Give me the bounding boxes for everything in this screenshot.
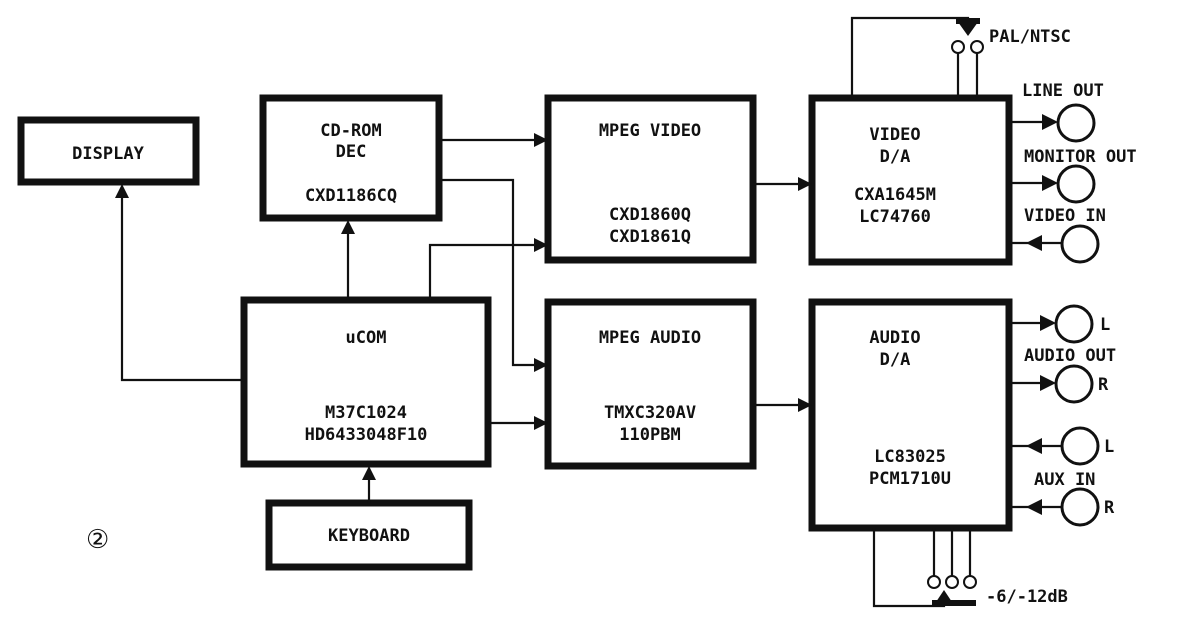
aux-in-r-label: R bbox=[1104, 498, 1115, 518]
monitor-out-label: MONITOR OUT bbox=[1024, 147, 1137, 167]
pal-ntsc-terminal-a-icon bbox=[951, 40, 965, 54]
arrow-audio-out-l bbox=[1040, 315, 1056, 331]
level-terminal-a-icon bbox=[927, 575, 941, 589]
arrow-ucom-to-mpeg-video bbox=[534, 238, 548, 252]
arrow-monitor-out bbox=[1042, 175, 1058, 191]
jack-arrows bbox=[1026, 114, 1058, 515]
mpeg-audio-part1: TMXC320AV bbox=[604, 403, 696, 423]
aux-in-label: AUX IN bbox=[1034, 470, 1095, 490]
arrow-to-audio-da bbox=[798, 398, 812, 412]
arrow-aux-in-l bbox=[1026, 438, 1042, 454]
audio-out-r-jack-icon bbox=[1054, 364, 1094, 404]
level-switch-lever-icon bbox=[932, 600, 976, 606]
arrow-cdrom-to-mpeg-video bbox=[534, 133, 548, 147]
ucom-part2: HD6433048F10 bbox=[305, 425, 428, 445]
cdrom-part-number: CXD1186CQ bbox=[305, 186, 397, 206]
cdrom-title-line1: CD-ROM bbox=[320, 121, 381, 141]
pal-ntsc-switch bbox=[951, 18, 984, 54]
display-label: DISPLAY bbox=[72, 144, 144, 164]
mpeg-video-title: MPEG VIDEO bbox=[599, 121, 701, 141]
arrow-to-video-da bbox=[798, 177, 812, 191]
video-in-jack-icon bbox=[1060, 224, 1100, 264]
arrow-aux-in-r bbox=[1026, 499, 1042, 515]
arrow-video-in bbox=[1026, 235, 1042, 251]
level-switch bbox=[927, 575, 977, 606]
wire-pal-ntsc-terminals bbox=[956, 53, 979, 98]
monitor-out-jack-icon bbox=[1056, 164, 1096, 204]
mpeg-video-block: MPEG VIDEO CXD1860Q CXD1861Q bbox=[544, 94, 757, 264]
audio-out-label: AUDIO OUT bbox=[1024, 346, 1116, 366]
audio-da-part1: LC83025 bbox=[874, 447, 946, 467]
arrow-ucom-to-mpeg-audio bbox=[534, 416, 548, 430]
video-da-line2: D/A bbox=[880, 147, 911, 167]
aux-in-r-jack-icon bbox=[1060, 487, 1100, 527]
video-da-part2: LC74760 bbox=[859, 207, 931, 227]
wire-level-switch-terminals bbox=[932, 528, 972, 576]
audio-out-l-label: L bbox=[1100, 315, 1110, 335]
audio-da-line2: D/A bbox=[880, 350, 911, 370]
wire-cdrom-mpeg-audio bbox=[439, 178, 538, 367]
audio-da-part2: PCM1710U bbox=[869, 469, 951, 489]
level-terminal-c-icon bbox=[963, 575, 977, 589]
arrow-audio-out-r bbox=[1040, 375, 1056, 391]
video-in-label: VIDEO IN bbox=[1024, 206, 1106, 226]
mpeg-audio-part2: 110PBM bbox=[619, 425, 680, 445]
mpeg-video-part1: CXD1860Q bbox=[609, 205, 691, 225]
level-terminal-b-icon bbox=[945, 575, 959, 589]
pal-ntsc-switch-arrow-icon bbox=[958, 22, 978, 36]
pal-ntsc-switch-lever-icon bbox=[956, 18, 980, 24]
pal-ntsc-label: PAL/NTSC bbox=[989, 27, 1071, 47]
video-da-block: VIDEO D/A CXA1645M LC74760 bbox=[808, 94, 1013, 266]
arrow-to-ucom bbox=[362, 466, 376, 480]
figure-number-mark: ② bbox=[86, 525, 109, 555]
audio-da-line1: AUDIO bbox=[869, 328, 920, 348]
arrow-line-out bbox=[1042, 114, 1058, 130]
pal-ntsc-terminal-b-icon bbox=[970, 40, 984, 54]
mpeg-audio-title: MPEG AUDIO bbox=[599, 328, 701, 348]
ucom-part1: M37C1024 bbox=[325, 403, 407, 423]
level-switch-label: -6/-12dB bbox=[986, 587, 1068, 607]
wire-ucom-mpeg-video bbox=[428, 243, 538, 300]
cdrom-title-line2: DEC bbox=[336, 142, 367, 162]
keyboard-label: KEYBOARD bbox=[328, 526, 410, 546]
display-block: DISPLAY bbox=[17, 116, 200, 186]
level-switch-arrow-icon bbox=[936, 590, 952, 602]
aux-in-l-label: L bbox=[1104, 437, 1114, 457]
audio-out-l-jack-icon bbox=[1054, 304, 1094, 344]
audio-out-r-label: R bbox=[1098, 375, 1109, 395]
cdrom-decoder-block: CD-ROM DEC CXD1186CQ bbox=[259, 94, 443, 222]
mpeg-video-part2: CXD1861Q bbox=[609, 227, 691, 247]
keyboard-block: KEYBOARD bbox=[265, 499, 473, 571]
connector-jacks bbox=[1054, 103, 1100, 527]
video-da-part1: CXA1645M bbox=[854, 185, 936, 205]
audio-da-block: AUDIO D/A LC83025 PCM1710U bbox=[808, 298, 1013, 532]
mpeg-audio-block: MPEG AUDIO TMXC320AV 110PBM bbox=[544, 298, 757, 470]
aux-in-l-jack-icon bbox=[1060, 426, 1100, 466]
arrow-to-cdrom bbox=[341, 220, 355, 234]
line-out-jack-icon bbox=[1056, 103, 1096, 143]
line-out-label: LINE OUT bbox=[1022, 81, 1104, 101]
arrow-cdrom-to-mpeg-audio bbox=[534, 358, 548, 372]
ucom-title: uCOM bbox=[346, 328, 387, 348]
ucom-block: uCOM M37C1024 HD6433048F10 bbox=[240, 296, 492, 468]
arrow-to-display bbox=[115, 184, 129, 198]
video-da-line1: VIDEO bbox=[869, 125, 920, 145]
wire-ucom-display bbox=[120, 192, 244, 382]
wire-pal-ntsc-loop bbox=[850, 16, 970, 98]
